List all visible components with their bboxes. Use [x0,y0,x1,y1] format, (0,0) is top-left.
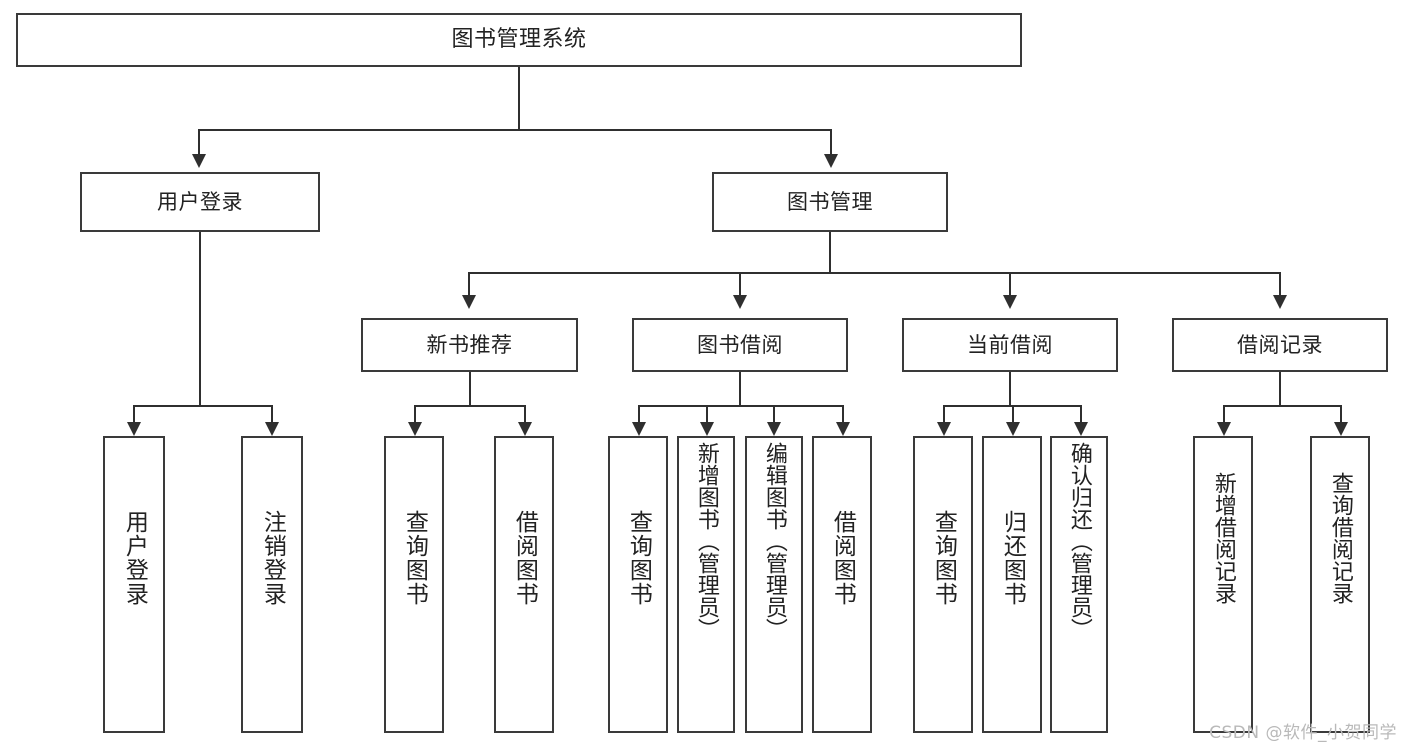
connector-current-borrow-drop-2 [1012,405,1014,423]
connector-book-borrow-stem [739,372,741,405]
connector-user-login-drop-2 [271,405,273,423]
node-label: 借阅记录 [1237,332,1323,357]
arrow-user-login-leaf-1 [127,422,141,436]
connector-new-book-stem [469,372,471,405]
arrow-book-mgmt-child-4 [1273,295,1287,309]
leaf-borrow-record-add[interactable]: 新增借阅记录 [1193,436,1253,733]
node-current-borrow[interactable]: 当前借阅 [902,318,1118,372]
arrow-current-borrow-leaf-2 [1006,422,1020,436]
node-label: 查询图书 [625,510,652,606]
leaf-current-borrow-return[interactable]: 归还图书 [982,436,1042,733]
arrow-borrow-record-leaf-2 [1334,422,1348,436]
node-label: 查询图书 [930,510,957,606]
leaf-book-borrow-query[interactable]: 查询图书 [608,436,668,733]
watermark-text: CSDN @软件_小贺同学 [1209,723,1397,743]
arrow-borrow-record-leaf-1 [1217,422,1231,436]
connector-current-borrow-drop-3 [1080,405,1082,423]
leaf-borrow-record-query[interactable]: 查询借阅记录 [1310,436,1370,733]
arrow-book-mgmt-child-1 [462,295,476,309]
node-root-system[interactable]: 图书管理系统 [16,13,1022,67]
connector-book-mgmt-drop-1 [468,272,470,296]
leaf-user-login-login[interactable]: 用户登录 [103,436,165,733]
connector-book-mgmt-drop-2 [739,272,741,296]
connector-current-borrow-drop-1 [943,405,945,423]
node-user-login[interactable]: 用户登录 [80,172,320,232]
leaf-book-borrow-add[interactable]: 新增图书（管理员） [677,436,735,733]
connector-user-login-drop-1 [133,405,135,423]
node-label: 查询图书 [401,510,428,606]
connector-borrow-record-drop-2 [1340,405,1342,423]
connector-root-stem [518,67,520,129]
arrow-new-book-leaf-2 [518,422,532,436]
node-label: 用户登录 [157,189,243,214]
connector-new-book-bus [414,405,524,407]
node-label: 归还图书 [999,510,1026,606]
node-label: 新增图书（管理员） [693,442,719,640]
node-label: 注销登录 [259,510,286,606]
connector-book-mgmt-drop-3 [1009,272,1011,296]
connector-root-to-book-mgmt [830,129,832,155]
connector-current-borrow-bus [943,405,1080,407]
node-book-management[interactable]: 图书管理 [712,172,948,232]
connector-new-book-drop-1 [414,405,416,423]
leaf-book-borrow-edit[interactable]: 编辑图书（管理员） [745,436,803,733]
connector-book-mgmt-bus [468,272,1280,274]
node-label: 当前借阅 [967,332,1053,357]
node-book-borrow[interactable]: 图书借阅 [632,318,848,372]
leaf-user-login-logout[interactable]: 注销登录 [241,436,303,733]
arrow-book-borrow-leaf-3 [767,422,781,436]
leaf-current-borrow-query[interactable]: 查询图书 [913,436,973,733]
leaf-new-book-borrow[interactable]: 借阅图书 [494,436,554,733]
connector-borrow-record-stem [1279,372,1281,405]
connector-new-book-drop-2 [524,405,526,423]
node-label: 用户登录 [121,510,148,606]
arrow-new-book-leaf-1 [408,422,422,436]
connector-user-login-stem [199,232,201,405]
leaf-current-borrow-confirm[interactable]: 确认归还（管理员） [1050,436,1108,733]
node-label: 借阅图书 [829,510,856,606]
node-label: 编辑图书（管理员） [761,442,787,640]
arrow-book-mgmt-child-3 [1003,295,1017,309]
connector-book-mgmt-stem [829,232,831,272]
connector-book-borrow-drop-4 [842,405,844,423]
connector-root-to-user-login [198,129,200,155]
leaf-new-book-query[interactable]: 查询图书 [384,436,444,733]
arrow-user-login-leaf-2 [265,422,279,436]
node-label: 图书借阅 [697,332,783,357]
connector-root-bus [198,129,832,131]
node-borrow-record[interactable]: 借阅记录 [1172,318,1388,372]
connector-book-borrow-drop-2 [706,405,708,423]
arrow-root-to-book-mgmt [824,154,838,168]
node-label: 查询借阅记录 [1327,472,1353,604]
node-label: 图书管理 [787,189,873,214]
connector-borrow-record-bus [1223,405,1340,407]
connector-book-borrow-drop-3 [773,405,775,423]
node-new-book-recommend[interactable]: 新书推荐 [361,318,578,372]
node-label: 新书推荐 [426,332,513,357]
arrow-current-borrow-leaf-1 [937,422,951,436]
arrow-book-borrow-leaf-1 [632,422,646,436]
arrow-book-borrow-leaf-2 [700,422,714,436]
connector-user-login-bus [133,405,271,407]
connector-book-mgmt-drop-4 [1279,272,1281,296]
arrow-current-borrow-leaf-3 [1074,422,1088,436]
arrow-root-to-user-login [192,154,206,168]
connector-book-borrow-bus [638,405,842,407]
node-label: 图书管理系统 [451,27,587,53]
connector-book-borrow-drop-1 [638,405,640,423]
arrow-book-mgmt-child-2 [733,295,747,309]
connector-current-borrow-stem [1009,372,1011,405]
node-label: 新增借阅记录 [1210,472,1236,604]
arrow-book-borrow-leaf-4 [836,422,850,436]
node-label: 确认归还（管理员） [1066,442,1092,640]
node-label: 借阅图书 [511,510,538,606]
connector-borrow-record-drop-1 [1223,405,1225,423]
leaf-book-borrow-borrow[interactable]: 借阅图书 [812,436,872,733]
